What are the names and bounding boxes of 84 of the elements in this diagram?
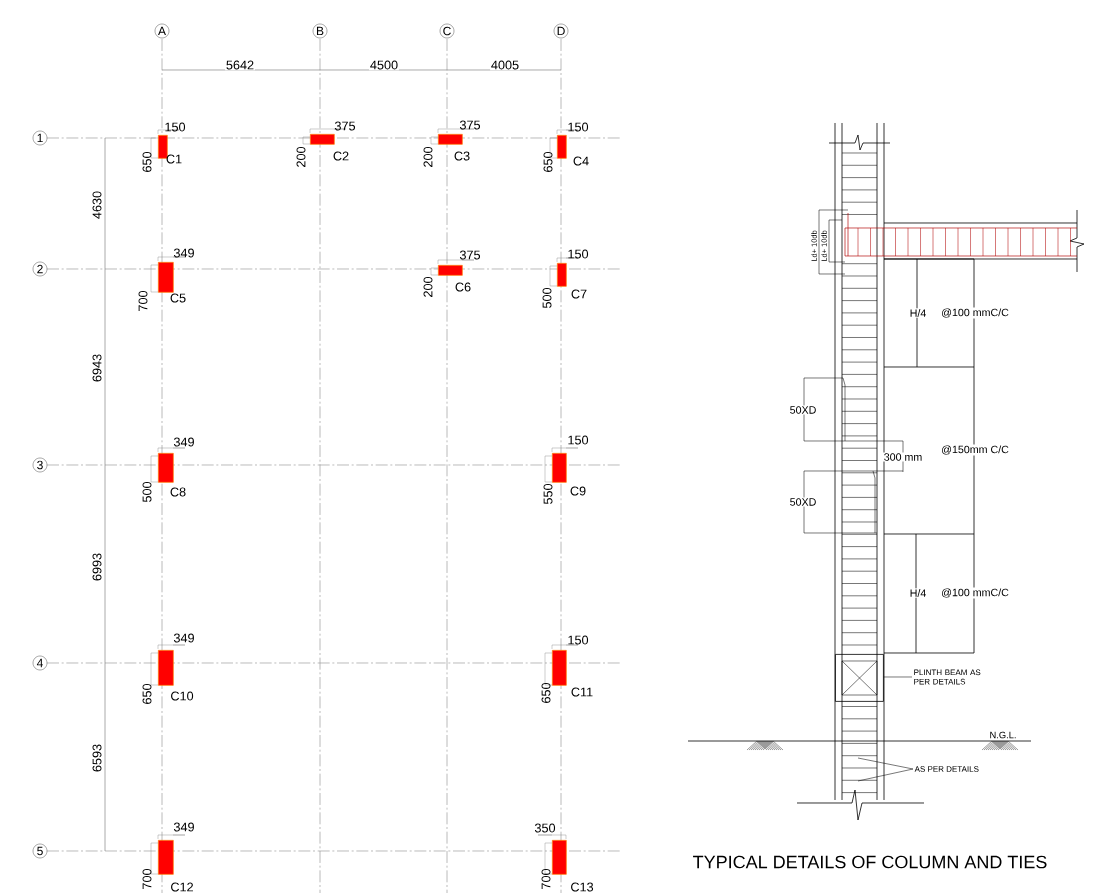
title-text: TYPICAL DETAILS OF COLUMN AND TIES: [693, 855, 1047, 869]
note-text: PLINTH BEAM AS PER DETAILS: [914, 669, 981, 685]
dimension-text: 650: [541, 682, 551, 703]
dimension-text: 200: [296, 146, 306, 167]
dimension-text: 700: [541, 868, 551, 889]
dimension-text: 375: [459, 120, 481, 130]
grid-bubble: 3: [32, 457, 48, 473]
dimension-text: 6993: [91, 552, 103, 582]
dimension-text: 700: [138, 290, 148, 311]
grid-bubble: 5: [32, 843, 48, 859]
note-text: @100 mmC/C: [940, 307, 1010, 319]
dimension-text: 375: [334, 121, 356, 131]
dimension-text: 4500: [369, 59, 399, 71]
note-text: H/4: [908, 588, 928, 598]
grid-bubble: D: [553, 23, 569, 39]
column-label: C5: [170, 293, 186, 303]
column-label: C11: [571, 687, 593, 697]
column-section: [438, 265, 463, 276]
grid-bubble: A: [154, 23, 170, 39]
column-label: C7: [571, 289, 587, 299]
dimension-text: 650: [543, 151, 553, 172]
grid-bubble: B: [312, 23, 328, 39]
dimension-text: 550: [543, 483, 553, 505]
dimension-text: 150: [568, 435, 589, 445]
column-section: [158, 262, 174, 293]
dimension-text: 200: [423, 146, 433, 167]
dimension-text: 50XD: [788, 497, 818, 507]
dimension-text: 375: [459, 250, 481, 260]
grid-bubble: 4: [32, 655, 48, 671]
dimension-text: 150: [568, 249, 589, 259]
grid-bubble: C: [439, 23, 455, 39]
dimension-text: 650: [142, 151, 152, 172]
note-text: H/4: [908, 308, 928, 318]
column-section: [552, 650, 567, 686]
column-section: [552, 840, 567, 875]
column-label: C10: [171, 691, 194, 701]
column-section: [310, 134, 335, 145]
column-label: C8: [170, 487, 186, 497]
column-label: C3: [454, 151, 470, 161]
column-section: [552, 453, 567, 483]
column-label: C9: [570, 486, 586, 496]
column-label: C12: [171, 882, 193, 892]
column-section: [158, 840, 174, 875]
leader-line: [857, 768, 914, 782]
leader-line: [857, 757, 914, 770]
column-label: C2: [333, 151, 349, 161]
grid-bubble: 2: [32, 261, 48, 277]
plinth-beam-box: [835, 654, 884, 702]
dimension-text: 350: [534, 823, 556, 833]
note-text: AS PER DETAILS: [914, 766, 979, 772]
dimension-text: 200: [423, 276, 433, 297]
dimension-text: 700: [142, 868, 152, 889]
dimension-text: 349: [173, 248, 194, 258]
ground-level-text: N.G.L.: [988, 730, 1018, 740]
dimension-text: 4005: [490, 59, 520, 71]
dimension-text: 6593: [91, 743, 103, 773]
column-label: C4: [573, 156, 589, 166]
dimension-text: 349: [173, 633, 194, 643]
dimension-text: 650: [142, 683, 152, 704]
column-label: C6: [455, 282, 471, 292]
column-label: C13: [571, 882, 594, 892]
note-text: @150mm C/C: [940, 444, 1010, 456]
dimension-text: 150: [568, 122, 589, 132]
dimension-text: 150: [568, 635, 589, 645]
column-label: C1: [166, 154, 182, 164]
dimension-text: 6943: [91, 353, 103, 383]
dimension-text: 50XD: [788, 405, 818, 415]
column-section: [158, 650, 174, 686]
column-section: [158, 453, 174, 483]
dimension-text: 150: [165, 122, 186, 132]
column-section: [557, 263, 567, 287]
grid-bubble: 1: [32, 130, 48, 146]
column-section: [158, 135, 168, 159]
leader-line: [883, 676, 913, 678]
dimension-text: 500: [142, 481, 152, 503]
dimension-text: 5642: [225, 59, 255, 71]
dimension-text: 4630: [91, 190, 103, 220]
dimension-text: 349: [173, 822, 194, 832]
column-section: [438, 134, 463, 145]
dimension-text: 500: [542, 287, 552, 309]
dimension-text: 349: [173, 437, 194, 447]
note-text: @100 mmC/C: [940, 587, 1010, 599]
dimension-text: 300 mm: [882, 452, 924, 462]
column-section: [557, 135, 567, 159]
